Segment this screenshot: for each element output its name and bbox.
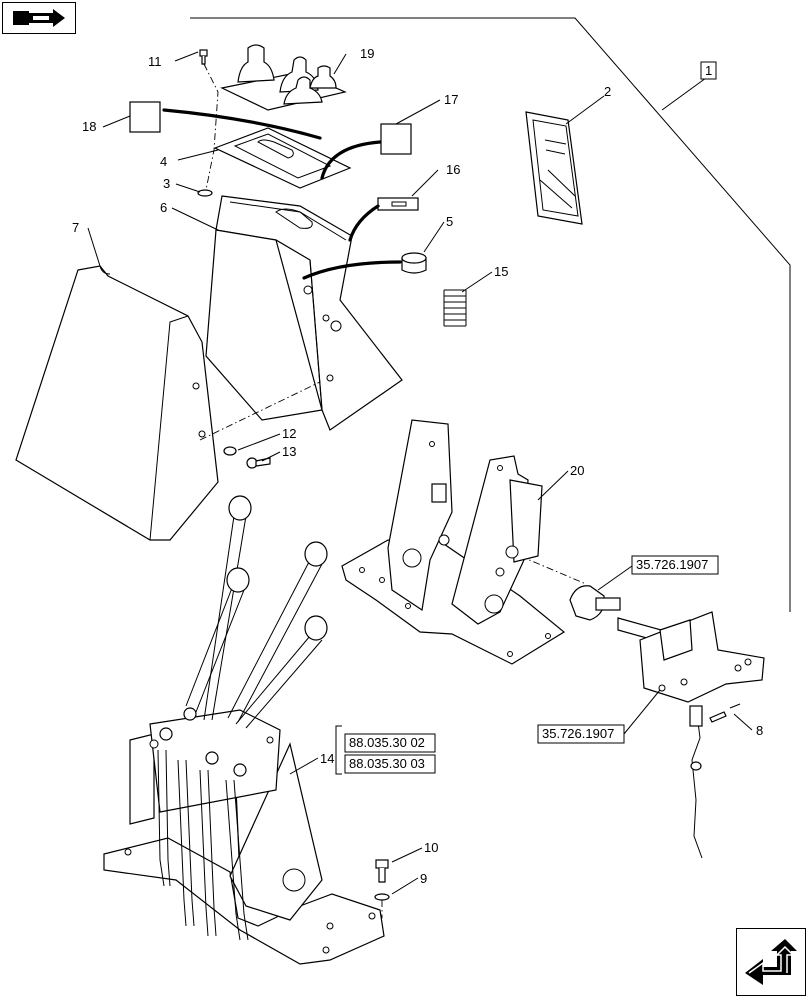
part-screw-13	[246, 457, 271, 469]
label-part-8: 8	[756, 723, 763, 738]
part-1-box	[700, 61, 717, 80]
label-part-20: 20	[570, 463, 584, 478]
label-part-16: 16	[446, 162, 460, 177]
part-screw-10	[375, 859, 389, 883]
label-part-19: 19	[360, 46, 374, 61]
label-part-2: 2	[604, 84, 611, 99]
label-part-10: 10	[424, 840, 438, 855]
part-manual-booklet	[525, 111, 583, 225]
label-part-7: 7	[72, 220, 79, 235]
label-part-5: 5	[446, 214, 453, 229]
part-console-cover	[15, 265, 219, 541]
part-lever-support	[341, 419, 566, 665]
part-console-panel	[205, 195, 403, 431]
axis-line-screw	[203, 63, 219, 191]
label-part-13: 13	[282, 444, 296, 459]
book-arrow-icon[interactable]	[2, 2, 76, 34]
label-part-18: 18	[82, 119, 96, 134]
label-part-12: 12	[282, 426, 296, 441]
ref-label-lower[interactable]: 35.726.1907	[542, 726, 614, 741]
part-plug-5	[401, 252, 427, 274]
leader-lines	[87, 51, 753, 895]
cable-link-17	[320, 140, 382, 180]
label-part-17: 17	[444, 92, 458, 107]
assembly-bracket-line	[190, 17, 791, 612]
part-washer-12	[223, 446, 237, 456]
ref-box-stack-top[interactable]	[344, 733, 436, 753]
part-washer-9	[374, 893, 390, 901]
label-part-15: 15	[494, 264, 508, 279]
label-part-11: 11	[148, 54, 162, 69]
label-part-14: 14	[320, 751, 334, 766]
ref-label-stack-bottom[interactable]: 88.035.30 03	[349, 756, 425, 771]
label-part-6: 6	[160, 200, 167, 215]
label-part-3: 3	[163, 176, 170, 191]
ref-label-stack-top[interactable]: 88.035.30 02	[349, 735, 425, 750]
cable-link-5	[302, 260, 402, 280]
part-lever-boots	[220, 44, 347, 111]
ref-box-lower[interactable]	[537, 724, 625, 744]
cable-link-18	[162, 108, 322, 140]
part-washer-3	[197, 189, 213, 197]
cable-link-16	[348, 204, 380, 242]
part-decal-16	[377, 197, 419, 211]
axis-line-shaft	[519, 555, 587, 585]
part-seal-plate	[213, 127, 352, 189]
next-page-arrow-icon[interactable]	[736, 928, 806, 996]
label-part-9: 9	[420, 871, 427, 886]
part-spring-15	[443, 289, 467, 327]
ref-box-upper[interactable]	[631, 555, 719, 575]
part-shaft-bracket	[569, 585, 765, 859]
part-screw-11	[199, 49, 208, 65]
part-decal-17	[380, 123, 412, 155]
label-part-4: 4	[160, 154, 167, 169]
ref-box-stack-bottom[interactable]	[344, 754, 436, 774]
part-pin-8	[709, 703, 741, 723]
part-control-valve-assembly	[103, 495, 385, 965]
label-part-1: 1	[705, 63, 712, 78]
ref-label-upper[interactable]: 35.726.1907	[636, 557, 708, 572]
part-decal-18	[129, 101, 161, 133]
